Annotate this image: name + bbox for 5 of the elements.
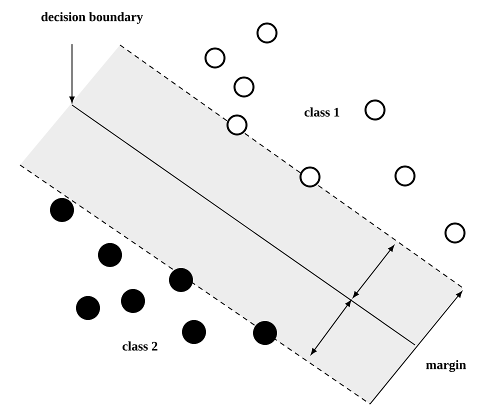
callout-text: decision boundary	[41, 12, 143, 24]
class-label: class 1	[304, 107, 340, 117]
dimension-label: margin	[426, 360, 466, 372]
class-label: class 2	[122, 341, 158, 351]
leader-line	[69, 44, 75, 103]
